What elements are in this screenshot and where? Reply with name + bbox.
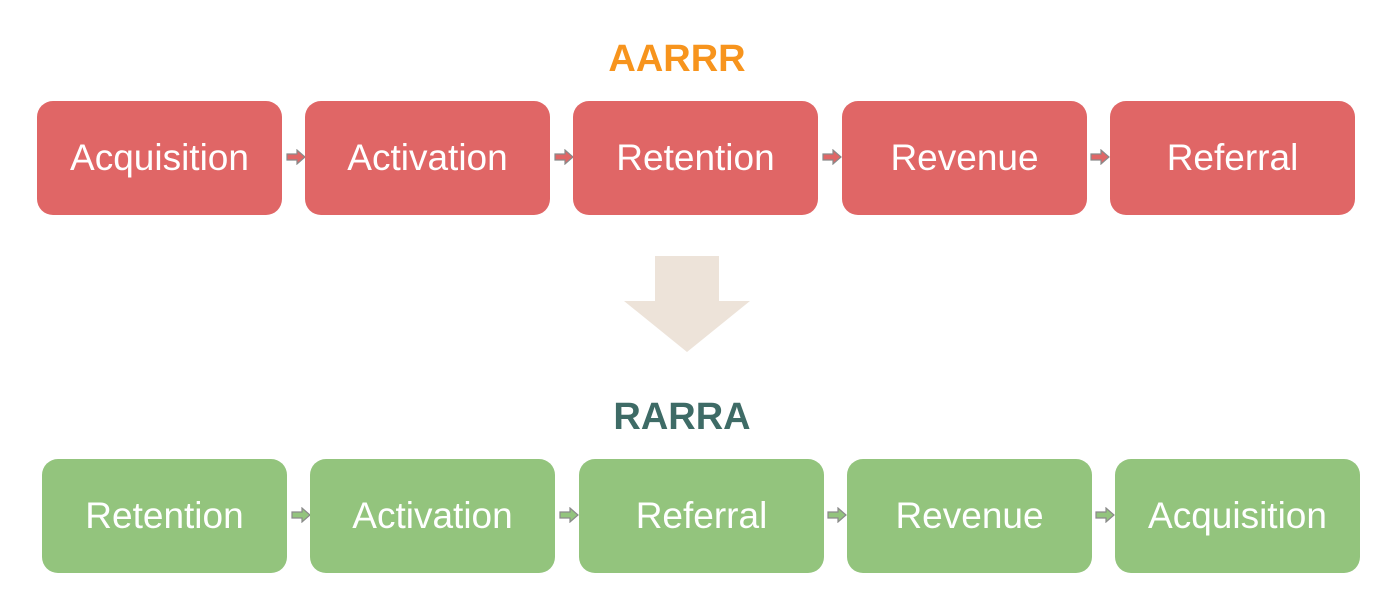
rarra-stage-referral: Referral xyxy=(579,459,824,573)
rarra-stage-acquisition: Acquisition xyxy=(1115,459,1360,573)
aarrr-stage-activation: Activation xyxy=(305,101,550,215)
arrow-right-icon xyxy=(559,507,579,523)
rarra-title: RARRA xyxy=(613,396,751,438)
aarrr-stage-row: Acquisition Activation Retention Revenue… xyxy=(37,101,1357,215)
rarra-stage-revenue: Revenue xyxy=(847,459,1092,573)
arrow-right-icon xyxy=(1095,507,1115,523)
arrow-right-icon xyxy=(286,149,306,165)
rarra-stage-retention: Retention xyxy=(42,459,287,573)
aarrr-stage-acquisition: Acquisition xyxy=(37,101,282,215)
aarrr-stage-retention: Retention xyxy=(573,101,818,215)
arrow-right-icon xyxy=(1090,149,1110,165)
rarra-stage-row: Retention Activation Referral Revenue Ac… xyxy=(42,459,1362,573)
aarrr-title: AARRR xyxy=(608,38,746,80)
arrow-right-icon xyxy=(827,507,847,523)
arrow-right-icon xyxy=(291,507,311,523)
aarrr-stage-referral: Referral xyxy=(1110,101,1355,215)
rarra-stage-activation: Activation xyxy=(310,459,555,573)
down-arrow-icon xyxy=(622,256,752,352)
arrow-right-icon xyxy=(554,149,574,165)
aarrr-stage-revenue: Revenue xyxy=(842,101,1087,215)
arrow-right-icon xyxy=(822,149,842,165)
